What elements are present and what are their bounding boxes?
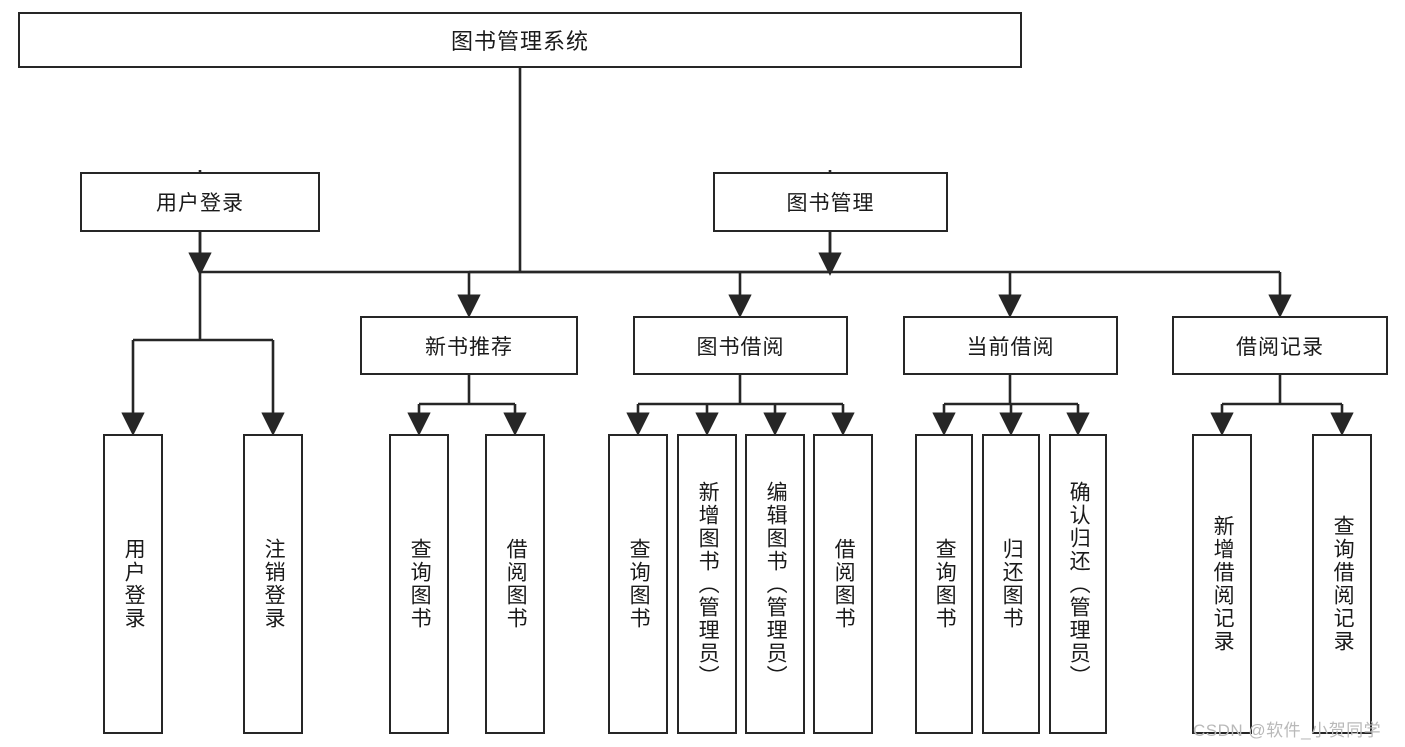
node-book-manage[interactable]: 图书管理 bbox=[713, 172, 948, 232]
node-current-borrow-label: 当前借阅 bbox=[966, 335, 1055, 359]
node-new-book-rec-label: 新书推荐 bbox=[425, 335, 513, 359]
node-leaf-return-book[interactable]: 归还图书 bbox=[982, 434, 1040, 734]
node-leaf-confirm-return[interactable]: 确认归还（管理员） bbox=[1049, 434, 1107, 734]
node-leaf-query-book-3[interactable]: 查询图书 bbox=[915, 434, 973, 734]
node-leaf-query-record-label: 查询借阅记录 bbox=[1331, 515, 1355, 653]
csdn-watermark: CSDN @软件_小贺同学 bbox=[1193, 721, 1382, 740]
node-leaf-query-book-2-label: 查询图书 bbox=[627, 538, 651, 630]
node-current-borrow[interactable]: 当前借阅 bbox=[903, 316, 1118, 375]
node-leaf-borrow-book-2-label: 借阅图书 bbox=[832, 538, 856, 630]
node-leaf-confirm-return-label: 确认归还（管理员） bbox=[1067, 480, 1091, 688]
node-root-label: 图书管理系统 bbox=[450, 29, 589, 54]
node-leaf-edit-book[interactable]: 编辑图书（管理员） bbox=[745, 434, 805, 734]
node-leaf-borrow-book-1[interactable]: 借阅图书 bbox=[485, 434, 545, 734]
node-book-borrow-label: 图书借阅 bbox=[696, 335, 785, 359]
node-leaf-edit-book-label: 编辑图书（管理员） bbox=[764, 480, 788, 688]
node-leaf-user-login-label: 用户登录 bbox=[122, 538, 146, 630]
node-leaf-return-book-label: 归还图书 bbox=[1000, 538, 1024, 630]
node-leaf-add-record[interactable]: 新增借阅记录 bbox=[1192, 434, 1252, 734]
node-root[interactable]: 图书管理系统 bbox=[18, 12, 1022, 68]
node-borrow-record-label: 借阅记录 bbox=[1236, 335, 1324, 359]
node-leaf-query-book-1-label: 查询图书 bbox=[408, 538, 432, 630]
node-leaf-logout-label: 注销登录 bbox=[262, 538, 286, 630]
node-leaf-add-book-label: 新增图书（管理员） bbox=[696, 480, 720, 688]
node-book-borrow[interactable]: 图书借阅 bbox=[633, 316, 848, 375]
node-leaf-query-book-3-label: 查询图书 bbox=[933, 538, 957, 630]
node-leaf-user-login[interactable]: 用户登录 bbox=[103, 434, 163, 734]
node-user-login[interactable]: 用户登录 bbox=[80, 172, 320, 232]
node-leaf-logout[interactable]: 注销登录 bbox=[243, 434, 303, 734]
node-leaf-query-record[interactable]: 查询借阅记录 bbox=[1312, 434, 1372, 734]
node-leaf-add-record-label: 新增借阅记录 bbox=[1211, 515, 1235, 653]
node-leaf-add-book[interactable]: 新增图书（管理员） bbox=[677, 434, 737, 734]
node-leaf-borrow-book-2[interactable]: 借阅图书 bbox=[813, 434, 873, 734]
node-leaf-query-book-2[interactable]: 查询图书 bbox=[608, 434, 668, 734]
node-borrow-record[interactable]: 借阅记录 bbox=[1172, 316, 1388, 375]
node-leaf-borrow-book-1-label: 借阅图书 bbox=[504, 538, 528, 630]
node-user-login-label: 用户登录 bbox=[156, 192, 244, 215]
node-leaf-query-book-1[interactable]: 查询图书 bbox=[389, 434, 449, 734]
node-new-book-rec[interactable]: 新书推荐 bbox=[360, 316, 578, 375]
node-book-manage-label: 图书管理 bbox=[786, 192, 875, 215]
